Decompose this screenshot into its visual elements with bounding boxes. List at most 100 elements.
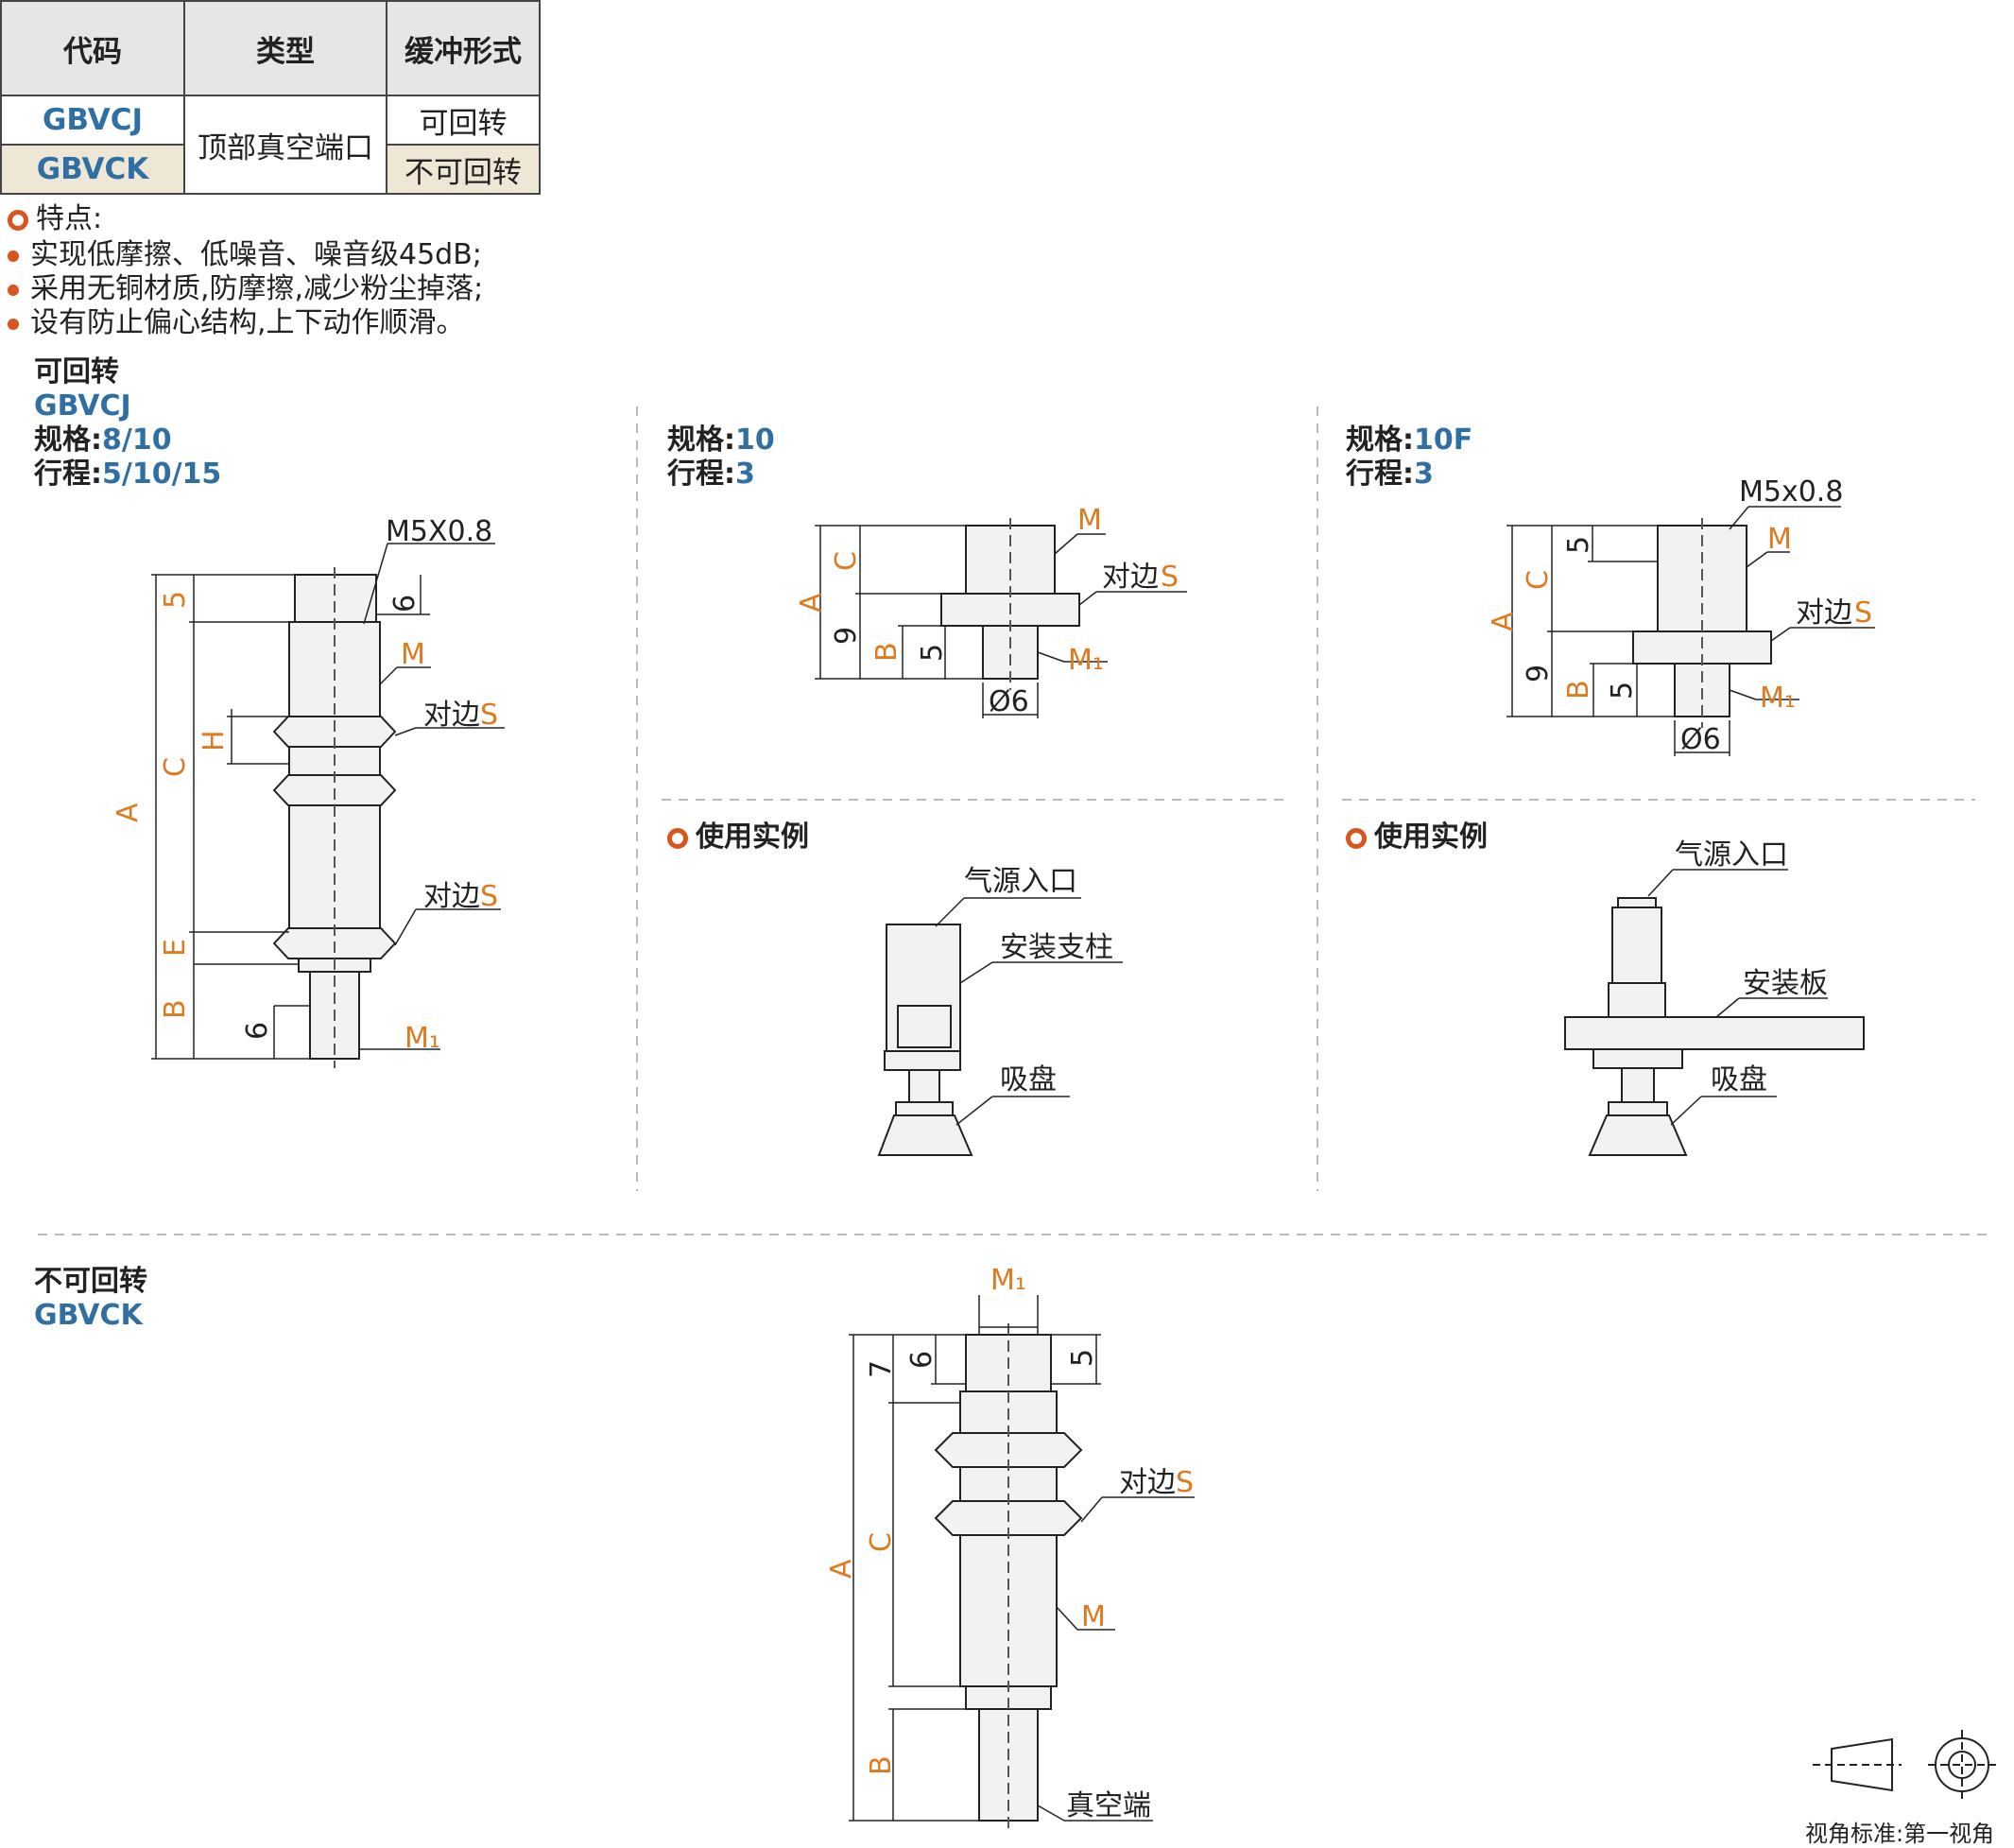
dim-label: M — [1077, 504, 1102, 537]
dim-label: B — [870, 642, 904, 662]
right-dimension-lines — [1506, 506, 1875, 756]
dim-label: C — [865, 1532, 898, 1552]
dim-label: S — [1176, 1466, 1194, 1499]
table-header: 缓冲形式 — [386, 0, 541, 96]
features-title: 特点: — [8, 202, 102, 236]
dim-label: M — [1081, 1600, 1106, 1633]
example-label: 气源入口 — [964, 865, 1077, 898]
dim-label: M₁ — [990, 1264, 1026, 1297]
dim-label: 对边 — [1796, 596, 1852, 630]
dim-label: 6 — [241, 1022, 274, 1040]
stroke-line: 行程:3 — [667, 458, 755, 491]
table-header: 类型 — [183, 0, 387, 96]
dim-label: 对边 — [1102, 561, 1159, 594]
dim-label: M5x0.8 — [1739, 475, 1843, 509]
spec-line: 规格:8/10 — [34, 423, 172, 457]
table-cell-type: 顶部真空端口 — [183, 95, 387, 195]
spec-line: 规格:10 — [667, 423, 775, 457]
example-label: 吸盘 — [1000, 1063, 1057, 1097]
mid-drawing — [940, 518, 1080, 690]
view-standard: 视角标准:第一视角 — [1805, 1821, 1995, 1847]
example-title: 使用实例 — [667, 820, 809, 855]
dim-label: A — [795, 593, 828, 613]
dim-label: M₁ — [1068, 644, 1104, 677]
stroke-line: 行程:5/10/15 — [34, 458, 222, 491]
mid-example-leaders — [935, 897, 1123, 1126]
dim-label: S — [1854, 596, 1872, 630]
dim-label: B — [159, 999, 192, 1019]
dim-label: S — [1161, 561, 1179, 594]
dim-label: H — [198, 730, 231, 751]
left-cylinder-drawing — [272, 567, 397, 1068]
circle-icon — [667, 827, 688, 849]
target-icon — [8, 209, 28, 231]
dim-label: 5 — [1562, 536, 1595, 554]
bottom-cylinder-drawing — [934, 1323, 1083, 1829]
dim-label: 9 — [830, 627, 863, 645]
projection-symbol-icon — [1813, 1730, 1996, 1800]
panel-code: GBVCK — [34, 1299, 143, 1332]
dim-label: M — [401, 638, 425, 671]
dim-label: 对边 — [423, 880, 480, 913]
dim-label: 6 — [388, 595, 422, 613]
dim-label: A — [112, 803, 145, 822]
spec-line: 规格:10F — [1346, 423, 1473, 457]
stroke-line: 行程:3 — [1346, 458, 1434, 491]
feature-item: 设有防止偏心结构,上下动作顺滑。 — [8, 306, 465, 340]
table-cell-code: GBVCK — [0, 144, 185, 195]
feature-item: 实现低摩擦、低噪音、噪音级45dB; — [8, 238, 482, 272]
spec-table: 代码 类型 缓冲形式 GBVCJ 顶部真空端口 可回转 GBVCK 不可回转 — [0, 0, 541, 195]
panel-title: 可回转 — [34, 355, 119, 389]
example-title: 使用实例 — [1346, 820, 1488, 855]
mid-example-drawing — [877, 924, 973, 1156]
right-example-drawing — [1564, 897, 1865, 1156]
example-label: 气源入口 — [1675, 838, 1788, 872]
bullet-icon — [8, 318, 19, 330]
dim-label: Ø6 — [989, 685, 1029, 718]
dim-label: 真空端 — [1066, 1789, 1151, 1822]
feature-item: 采用无铜材质,防摩擦,减少粉尘掉落; — [8, 272, 483, 306]
right-drawing — [1632, 518, 1772, 728]
dim-label: 9 — [1522, 665, 1555, 682]
dim-label: S — [480, 880, 498, 913]
dim-label: 5 — [1606, 682, 1639, 699]
dim-label: 6 — [905, 1351, 938, 1369]
dim-label: A — [825, 1559, 858, 1579]
dim-label: S — [480, 699, 498, 732]
dim-label: M₁ — [405, 1022, 440, 1055]
example-label: 安装板 — [1743, 967, 1828, 1000]
panel-code: GBVCJ — [34, 389, 131, 423]
panel-title: 不可回转 — [34, 1265, 147, 1298]
dim-label: 对边 — [1119, 1466, 1176, 1499]
circle-icon — [1346, 827, 1367, 849]
dim-label: M5X0.8 — [386, 515, 492, 548]
dim-label: B — [1562, 680, 1595, 699]
table-header: 代码 — [0, 0, 185, 96]
dim-label: 5 — [916, 644, 949, 662]
right-example-leaders — [1647, 869, 1828, 1126]
dim-label: 5 — [1066, 1349, 1099, 1367]
dim-label: Ø6 — [1680, 723, 1721, 756]
table-cell-buffer: 不可回转 — [386, 144, 541, 195]
dim-label: C — [159, 757, 192, 777]
mid-dimension-lines — [815, 525, 1187, 718]
table-cell-buffer: 可回转 — [386, 95, 541, 146]
dim-label: 5 — [159, 591, 192, 609]
dim-label: 7 — [865, 1360, 898, 1378]
example-label: 吸盘 — [1711, 1063, 1767, 1097]
dim-label: M — [1767, 523, 1792, 556]
dim-label: B — [865, 1755, 898, 1775]
left-dimension-lines — [151, 543, 505, 1060]
bullet-icon — [8, 284, 19, 296]
table-cell-code: GBVCJ — [0, 95, 185, 146]
example-label: 安装支柱 — [1000, 931, 1113, 964]
dim-label: A — [1487, 612, 1520, 631]
bullet-icon — [8, 250, 19, 262]
dim-label: C — [1522, 570, 1555, 590]
dim-label: E — [159, 939, 192, 957]
dim-label: M₁ — [1760, 682, 1796, 715]
dim-label: C — [830, 551, 863, 571]
dim-label: 对边 — [423, 699, 480, 732]
bottom-dimension-lines — [849, 1295, 1195, 1822]
